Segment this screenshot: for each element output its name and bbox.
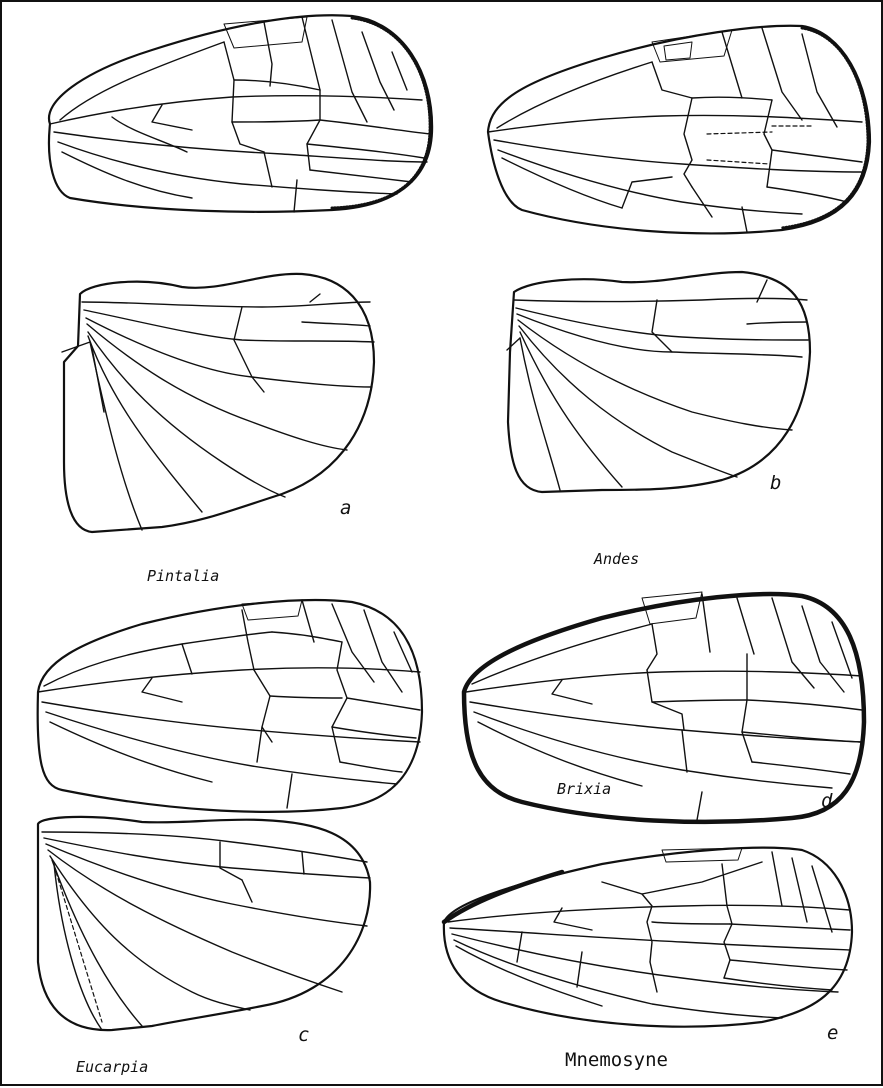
genus-label-pintalia: Pintalia (147, 567, 219, 585)
brixia-forewing-d (464, 592, 864, 822)
pintalia-forewing (49, 15, 432, 212)
panel-letter-a: a (340, 497, 351, 519)
panel-letter-e: e (827, 1022, 838, 1044)
brixia-forewing-c (38, 600, 422, 812)
andes-forewing (488, 26, 870, 234)
panel-letter-c: c (298, 1024, 309, 1046)
panel-letter-d: d (821, 790, 832, 812)
eucarpia-hindwing (38, 817, 370, 1030)
pintalia-hindwing (62, 274, 374, 532)
genus-label-eucarpia: Eucarpia (76, 1058, 148, 1076)
genus-label-brixia: Brixia (557, 780, 611, 798)
genus-label-mnemosyne: Mnemosyne (565, 1049, 668, 1071)
genus-label-andes: Andes (594, 550, 639, 568)
mnemosyne-forewing (444, 848, 852, 1027)
panel-letter-b: b (770, 472, 781, 494)
andes-hindwing (507, 272, 810, 492)
